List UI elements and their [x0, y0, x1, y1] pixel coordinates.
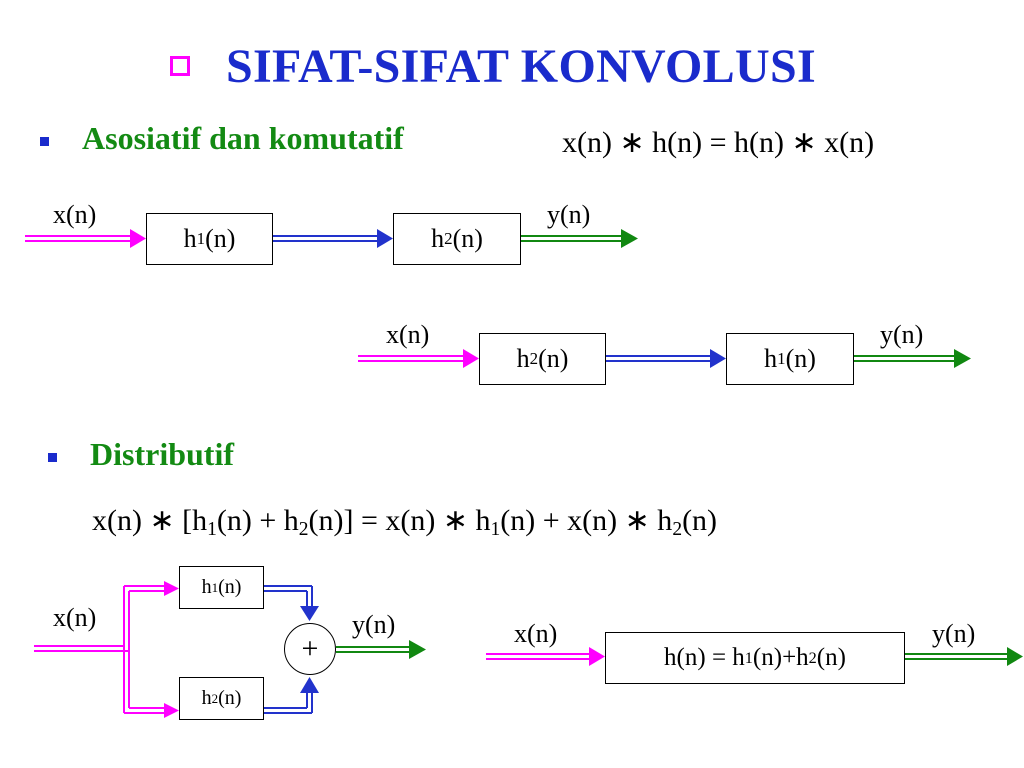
d2-output-arrow — [854, 349, 971, 368]
title-text: SIFAT-SIFAT KONVOLUSI — [226, 39, 816, 93]
square-bullet-icon — [48, 453, 57, 462]
d2-output-label: y(n) — [880, 320, 924, 349]
d2-input-label: x(n) — [386, 320, 430, 349]
d1-input-label: x(n) — [53, 200, 97, 229]
parallel-input-label: x(n) — [53, 603, 97, 632]
d1-input-arrow — [25, 229, 146, 248]
d2-mid-arrow — [606, 349, 726, 368]
parallel-mid-arrows — [264, 585, 319, 714]
d1-output-label: y(n) — [547, 200, 591, 229]
combined-output-label: y(n) — [932, 619, 976, 648]
parallel-input-arrows — [34, 581, 179, 718]
d2-input-arrow — [358, 349, 479, 368]
commutative-equation: x(n) ∗ h(n) = h(n) ∗ x(n) — [562, 126, 875, 159]
combined-input-arrow — [486, 647, 605, 666]
d1-output-arrow — [521, 229, 638, 248]
summing-junction: + — [284, 623, 336, 675]
square-bullet-icon — [40, 137, 49, 146]
section2-heading: Distributif — [90, 436, 234, 472]
section1-heading: Asosiatif dan komutatif — [82, 120, 404, 156]
parallel-output-label: y(n) — [352, 610, 396, 639]
slide-title: SIFAT-SIFAT KONVOLUSI — [170, 36, 816, 96]
combined-input-label: x(n) — [514, 619, 558, 648]
d1-mid-arrow — [273, 229, 393, 248]
combined-output-arrow — [905, 647, 1023, 666]
parallel-output-arrow — [336, 640, 426, 659]
hollow-square-bullet-icon — [170, 56, 190, 76]
distributive-equation: x(n) ∗ [h1(n) + h2(n)] = x(n) ∗ h1(n) + … — [92, 504, 718, 540]
